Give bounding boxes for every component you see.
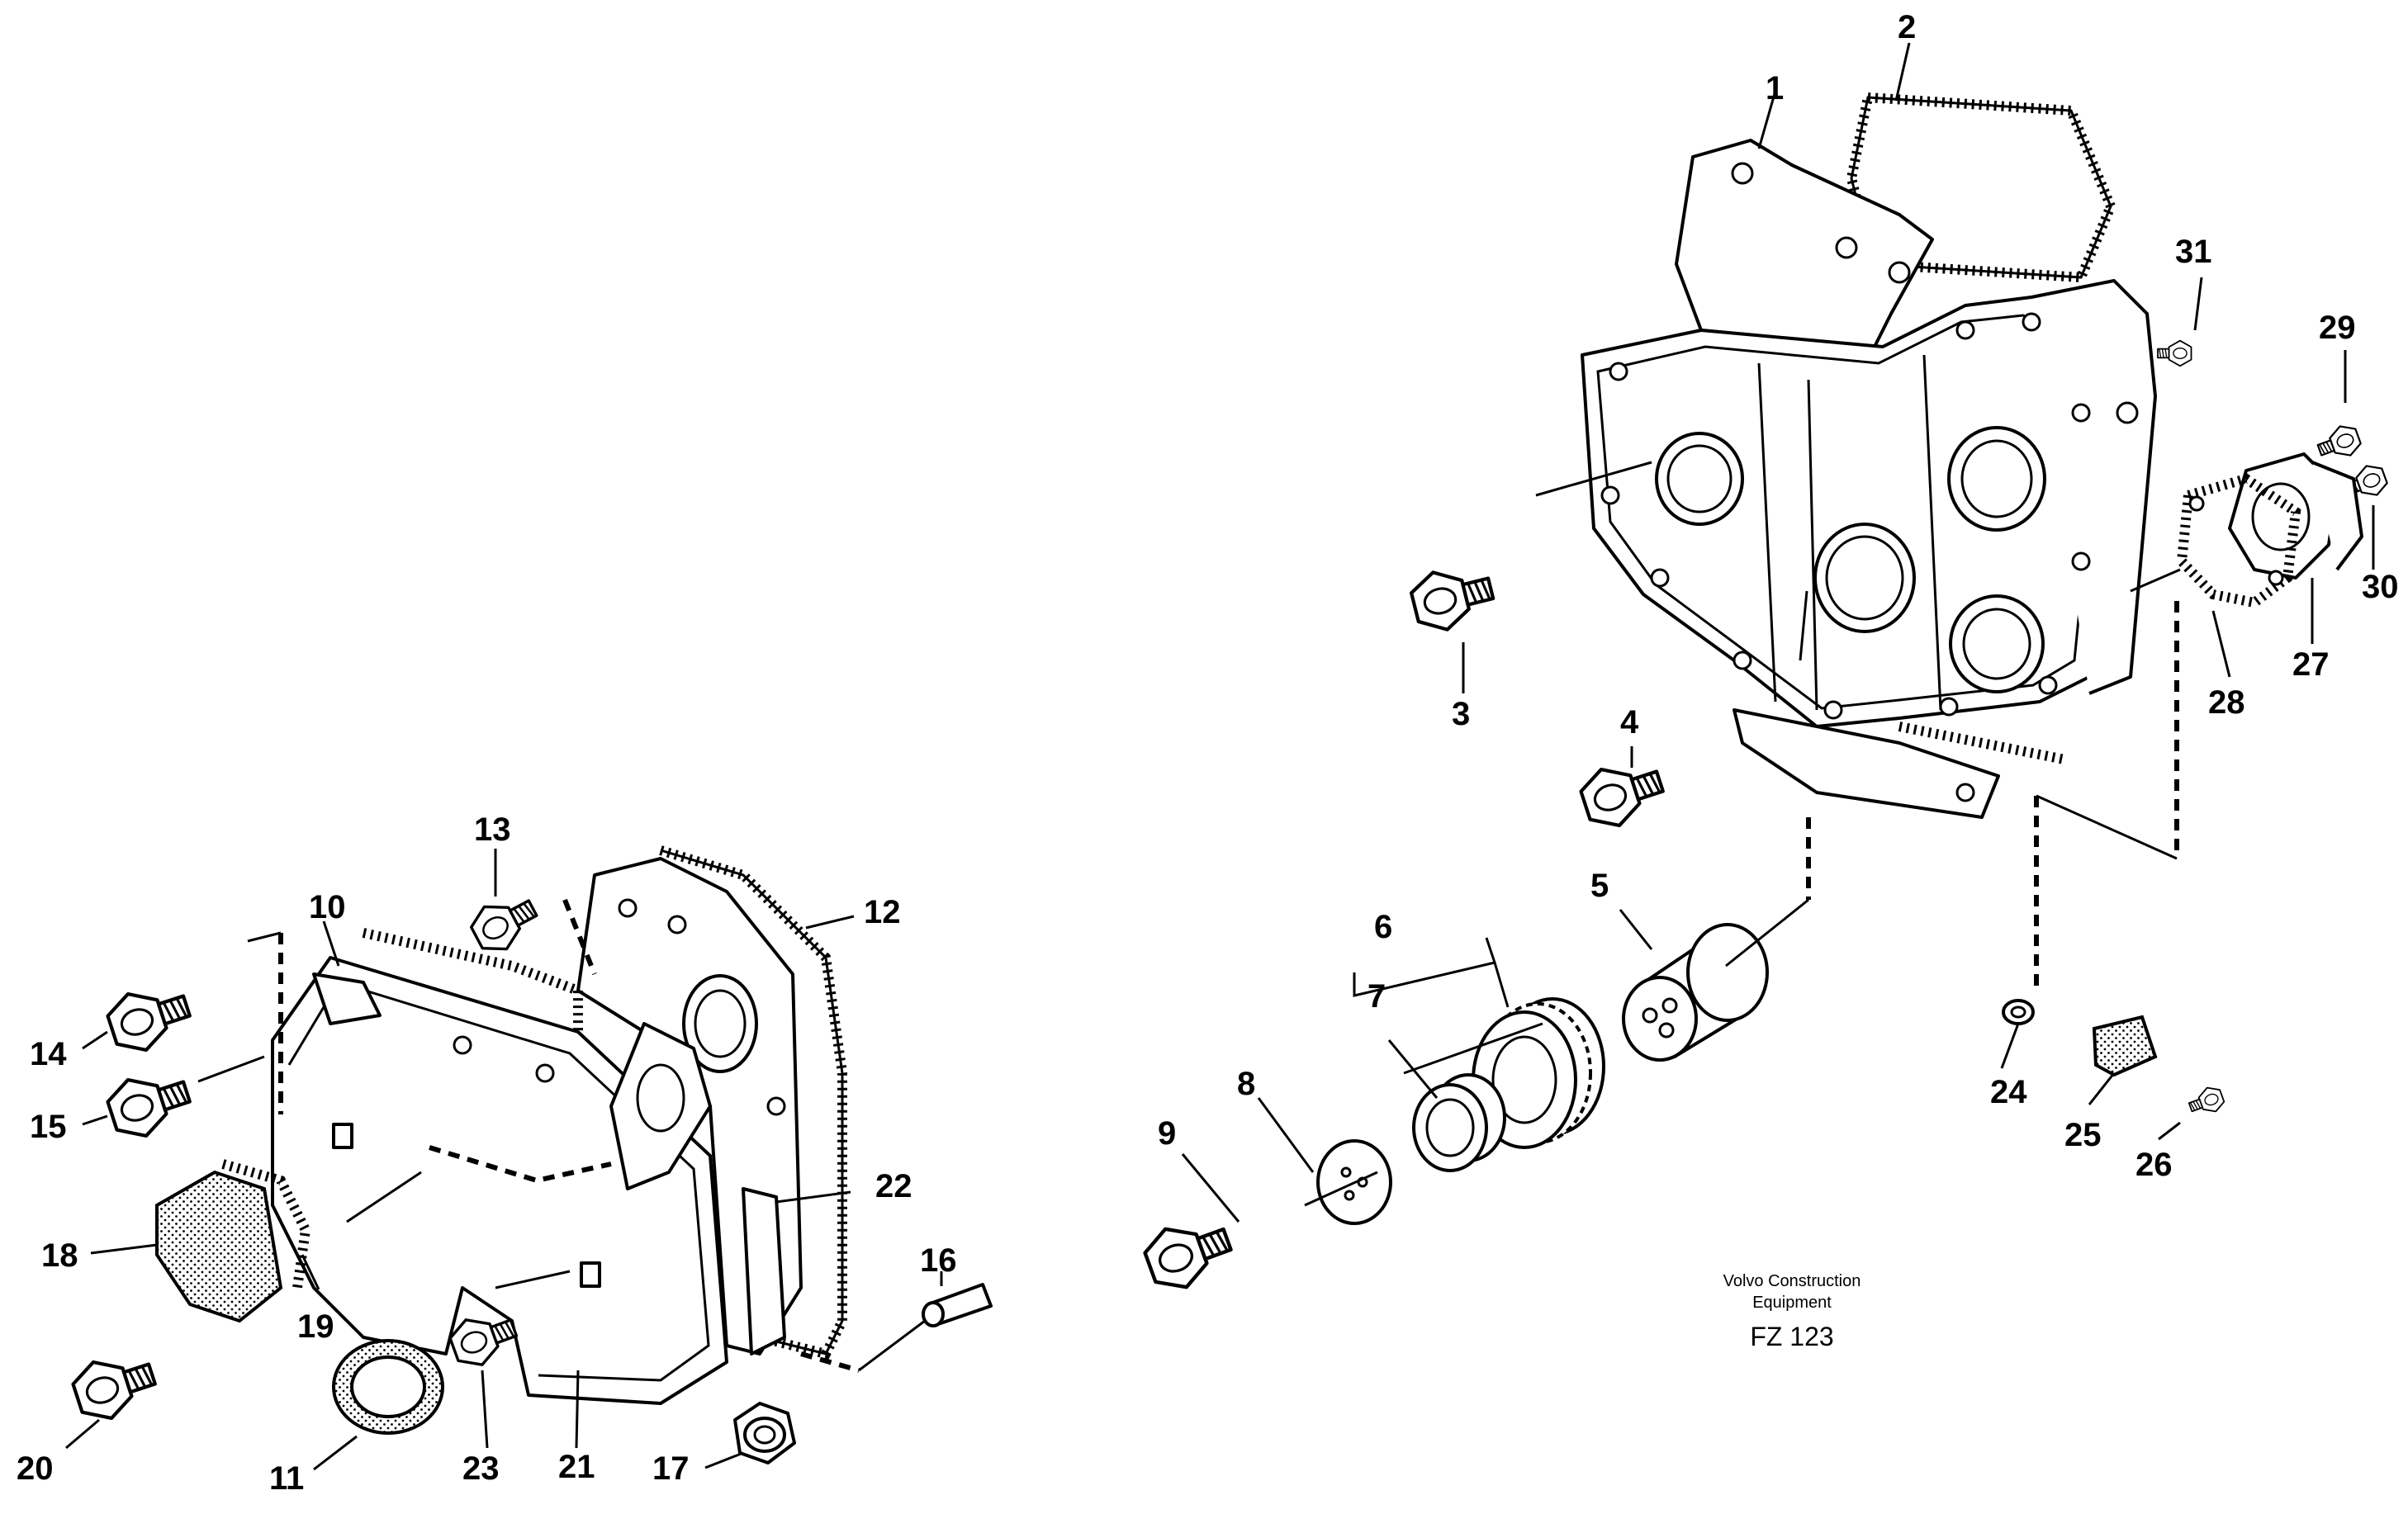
callout-7: 7 (1368, 978, 1386, 1015)
callout-15: 15 (30, 1109, 67, 1145)
callout-3: 3 (1452, 696, 1470, 732)
assembly-lines-left (197, 898, 926, 1373)
cover-25 (2092, 1015, 2158, 1077)
callout-5: 5 (1590, 868, 1609, 904)
figure-credit: Volvo Construction Equipment FZ 123 (1723, 1272, 1861, 1351)
housing-upper-section (1675, 139, 1934, 348)
oil-seal-11 (332, 1339, 444, 1435)
callout-13: 13 (474, 811, 511, 848)
callout-2: 2 (1898, 9, 1916, 45)
cover-gasket-12 (659, 845, 847, 1360)
callout-11: 11 (269, 1460, 304, 1497)
callout-16: 16 (920, 1242, 957, 1279)
callout-28: 28 (2208, 684, 2245, 721)
callout-17: 17 (652, 1450, 690, 1487)
gasket-19 (221, 1159, 311, 1289)
hub-5 (1622, 923, 1769, 1062)
figure-number: FZ 123 (1750, 1322, 1833, 1351)
callout-24: 24 (1990, 1074, 2027, 1110)
callout-31: 31 (2175, 234, 2212, 270)
callout-27: 27 (2292, 646, 2330, 683)
callout-1: 1 (1766, 70, 1784, 106)
callout-labels: 1 2 3 4 5 6 7 8 9 10 11 12 13 14 15 16 1… (17, 9, 2399, 1497)
gasket-28 (2176, 473, 2301, 608)
callout-9: 9 (1158, 1115, 1176, 1152)
assembly-lines-right (1304, 461, 2181, 1207)
bushing-7 (1412, 1073, 1506, 1172)
callout-21: 21 (558, 1449, 595, 1485)
bolt-29 (2313, 420, 2365, 466)
cover-plate-27 (2228, 452, 2363, 580)
callout-18: 18 (41, 1237, 78, 1274)
credit-line-1: Volvo Construction (1723, 1272, 1861, 1290)
bolt-15 (103, 1064, 196, 1144)
bolt-14 (103, 978, 196, 1058)
callout-14: 14 (30, 1036, 67, 1072)
callout-6: 6 (1374, 909, 1392, 945)
bolt-4 (1576, 754, 1669, 834)
callout-23: 23 (462, 1450, 500, 1487)
callout-22: 22 (875, 1168, 912, 1204)
bolt-3 (1408, 560, 1498, 636)
bolt-9 (1140, 1210, 1238, 1296)
callout-8: 8 (1237, 1066, 1255, 1102)
housing-bolt-holes (1600, 312, 2091, 720)
bolt-26 (2185, 1083, 2227, 1120)
callout-30: 30 (2362, 569, 2399, 605)
callout-25: 25 (2064, 1117, 2102, 1153)
callout-12: 12 (864, 894, 901, 930)
timing-gear-housing (1581, 92, 2157, 819)
front-cover-21 (271, 928, 786, 1405)
callout-19: 19 (297, 1308, 334, 1345)
callout-29: 29 (2319, 310, 2356, 346)
dowel-16 (922, 1283, 993, 1327)
callout-4: 4 (1620, 704, 1639, 740)
callout-20: 20 (17, 1450, 54, 1487)
seal-ring-24 (2002, 999, 2035, 1025)
bolt-31 (2157, 339, 2192, 367)
bolt-20 (69, 1346, 161, 1426)
callout-10: 10 (309, 889, 346, 925)
cover-18 (155, 1170, 283, 1323)
callout-26: 26 (2135, 1147, 2173, 1183)
credit-line-2: Equipment (1752, 1294, 1832, 1312)
callout-leaders (65, 42, 2375, 1471)
bolt-13 (464, 885, 546, 961)
nut-17 (733, 1402, 796, 1464)
